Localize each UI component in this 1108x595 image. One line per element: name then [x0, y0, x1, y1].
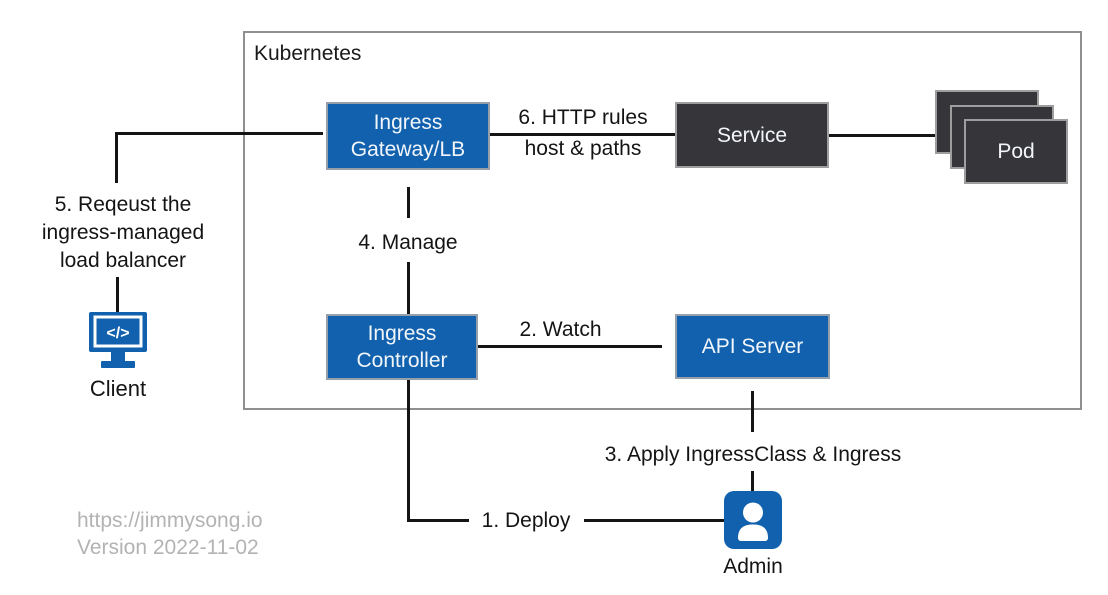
- admin-icon: [724, 491, 782, 549]
- edge-client-to-gateway: [115, 132, 323, 135]
- edge-client-elbow-upper: [115, 132, 118, 183]
- node-ingress-controller-label-line2: Controller: [356, 349, 448, 372]
- edge-label-http-rules-line1: 6. HTTP rules: [518, 106, 648, 129]
- edge-label-http-rules-line2: host & paths: [524, 137, 642, 160]
- kubernetes-cluster-label: Kubernetes: [254, 42, 362, 65]
- edge-label-request-line2: ingress-managed: [41, 221, 205, 244]
- node-ingress-gateway-label-line1: Ingress: [373, 111, 443, 134]
- client-code-glyph: </>: [106, 325, 129, 342]
- edge-gateway-to-service: [490, 133, 675, 136]
- edge-service-to-pod: [829, 134, 935, 137]
- kubernetes-cluster-box: [243, 31, 1082, 410]
- admin-label: Admin: [723, 555, 783, 578]
- admin-head: [743, 502, 763, 523]
- client-monitor-base: [101, 361, 135, 368]
- node-ingress-controller-label-line1: Ingress: [367, 322, 437, 345]
- node-ingress-gateway: Ingress Gateway/LB: [326, 102, 490, 170]
- client-monitor-neck: [111, 352, 125, 361]
- edge-label-request: 5. Reqeust the ingress-managed load bala…: [18, 191, 228, 275]
- node-api-server: API Server: [675, 314, 830, 379]
- edge-gateway-to-controller-lower: [407, 262, 410, 314]
- client-label: Client: [89, 376, 147, 401]
- node-service: Service: [675, 102, 829, 168]
- edge-label-deploy: 1. Deploy: [481, 509, 571, 532]
- edge-controller-to-deploy: [407, 380, 410, 522]
- edge-label-request-line3: load balancer: [59, 249, 187, 272]
- watermark: https://jimmysong.io Version 2022-11-02: [77, 507, 263, 561]
- edge-gateway-to-controller-upper: [407, 187, 410, 218]
- watermark-url: https://jimmysong.io: [77, 509, 263, 532]
- client-icon: </>: [88, 312, 148, 370]
- node-pod: Pod: [964, 119, 1068, 184]
- edge-deploy-right: [584, 519, 724, 522]
- edge-label-manage: 4. Manage: [358, 231, 458, 254]
- edge-deploy-left: [407, 519, 469, 522]
- edge-apiserver-to-apply-lower: [751, 471, 754, 491]
- watermark-version: Version 2022-11-02: [77, 536, 259, 559]
- edge-label-apply: 3. Apply IngressClass & Ingress: [604, 443, 902, 466]
- edge-label-request-line1: 5. Reqeust the: [54, 193, 192, 216]
- node-pod-label: Pod: [997, 140, 1035, 163]
- node-service-label: Service: [716, 123, 788, 147]
- edge-controller-to-apiserver: [478, 345, 662, 348]
- edge-apiserver-to-apply-upper: [751, 391, 754, 432]
- edge-client-elbow-lower: [116, 277, 119, 313]
- client-monitor-screen: [89, 312, 147, 352]
- node-ingress-gateway-label-line2: Gateway/LB: [350, 138, 466, 161]
- admin-shoulders: [738, 524, 768, 541]
- edge-label-watch: 2. Watch: [519, 318, 602, 341]
- node-api-server-label: API Server: [701, 335, 804, 358]
- node-ingress-controller: Ingress Controller: [326, 314, 478, 380]
- client-monitor-bezel: [93, 315, 143, 348]
